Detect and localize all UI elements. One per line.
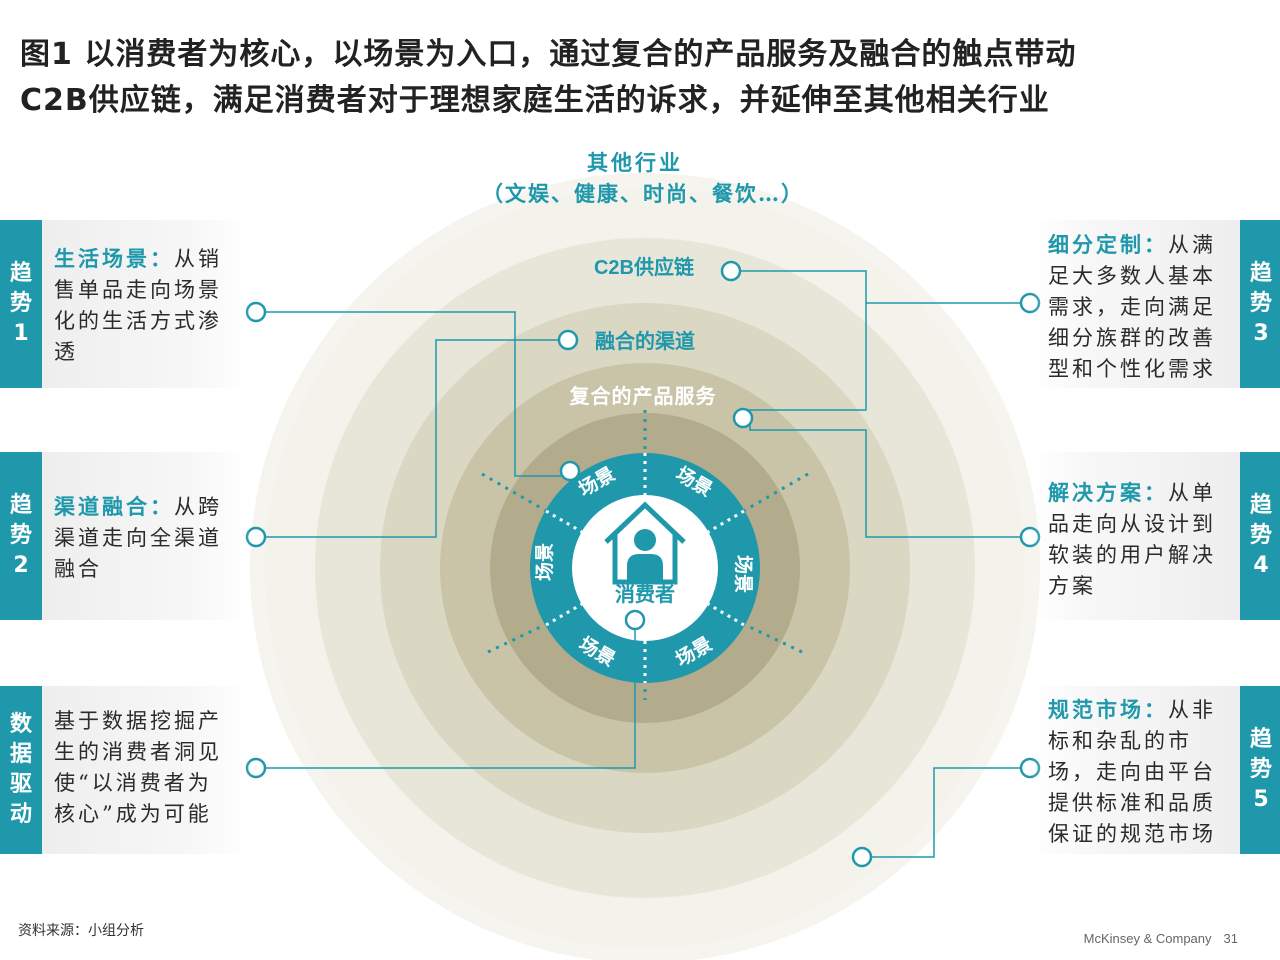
- trend-5-head: 规范市场：: [1048, 697, 1168, 722]
- house-person-icon: [604, 501, 686, 585]
- trend-1-tab-char-1: 趋: [9, 261, 32, 286]
- anchor-channel: [557, 329, 579, 351]
- trend-5-text: 规范市场：从非标和杂乱的市场，走向由平台提供标准和品质保证的规范市场: [1048, 694, 1230, 850]
- ring-channel-label: 融合的渠道: [595, 329, 695, 353]
- title-line-1: 图1 以消费者为核心，以场景为入口，通过复合的产品服务及融合的触点带动: [20, 37, 1077, 72]
- trend-5-tab-char-1: 趋: [1249, 727, 1272, 752]
- data-tab-char-3: 驱: [9, 772, 32, 797]
- ring-product-label: 复合的产品服务: [569, 384, 717, 408]
- person-icon: [627, 529, 663, 580]
- data-tab-char-1: 数: [9, 712, 32, 737]
- trend-4-tab-char-2: 势: [1249, 523, 1272, 548]
- trend-1-text: 生活场景：从销售单品走向场景化的生活方式渗透: [54, 243, 234, 368]
- anchor-c2b: [720, 260, 742, 282]
- figure-title: 图1 以消费者为核心，以场景为入口，通过复合的产品服务及融合的触点带动 C2B供…: [20, 32, 1260, 124]
- anchor-trend-1-inner: [559, 460, 581, 482]
- trend-4-body: 从单品走向从设计到软装的用户解决方案: [1048, 481, 1216, 598]
- trend-3-head: 细分定制：: [1048, 232, 1168, 257]
- center-label: 消费者: [615, 582, 675, 606]
- source-note: 资料来源：小组分析: [18, 923, 144, 939]
- trend-3-panel: [1030, 220, 1240, 388]
- data-driven-panel: [42, 686, 252, 854]
- ring-c2b-label: C2B供应链: [594, 255, 695, 279]
- trend-4-tab: 趋 势 4: [1240, 452, 1280, 620]
- anchor-product: [732, 407, 754, 429]
- outer-label-line-2: （文娱、健康、时尚、餐饮…）: [482, 181, 804, 206]
- connector-trend-2: [266, 339, 568, 538]
- trend-1-body: 从销售单品走向场景化的生活方式渗透: [54, 247, 222, 364]
- connector-trend-4: [749, 418, 1030, 538]
- trend-5-tab: 趋 势 5: [1240, 686, 1280, 854]
- trend-4-head: 解决方案：: [1048, 480, 1168, 505]
- trend-2-head: 渠道融合：: [54, 494, 174, 519]
- scene-label-3: 场景: [732, 555, 754, 593]
- trend-3-tab-char-2: 势: [1249, 291, 1272, 316]
- data-tab-char-2: 据: [9, 742, 32, 767]
- footer: McKinsey & Company 31: [1084, 931, 1238, 946]
- trend-5-panel: [1030, 686, 1240, 854]
- connector-data: [266, 620, 636, 769]
- outer-label-line-1: 其他行业: [587, 150, 683, 175]
- trend-2-tab-char-3: 2: [13, 553, 29, 578]
- footer-brand: McKinsey & Company: [1083, 931, 1212, 946]
- trend-4-tab-char-3: 4: [1253, 553, 1269, 578]
- anchor-points: [245, 260, 1041, 868]
- scene-ring-dividers: [545, 453, 745, 683]
- trend-3-tab-char-3: 3: [1253, 321, 1269, 346]
- trend-5-body: 从非标和杂乱的市场，走向由平台提供标准和品质保证的规范市场: [1048, 698, 1216, 846]
- anchor-consumer: [624, 609, 646, 631]
- data-driven-text: 基于数据挖掘产生的消费者洞见使“以消费者为核心”成为可能: [54, 706, 234, 830]
- data-driven-tab: 数 据 驱 动: [0, 686, 42, 854]
- connector-trend-3: [742, 302, 1030, 411]
- anchor-other-industries: [851, 846, 873, 868]
- connector-trend-5: [862, 767, 1030, 858]
- trend-1-panel: [42, 220, 252, 388]
- trend-2-body: 从跨渠道走向全渠道融合: [54, 495, 222, 581]
- trend-5-tab-char-2: 势: [1249, 757, 1272, 782]
- trend-1-tab-char-2: 势: [9, 291, 32, 316]
- trend-1-head: 生活场景：: [54, 246, 174, 271]
- connector-lines: [266, 270, 1030, 858]
- title-line-2: C2B供应链，满足消费者对于理想家庭生活的诉求，并延伸至其他相关行业: [20, 83, 1050, 118]
- trend-3-tab: 趋 势 3: [1240, 220, 1280, 388]
- connector-c2b: [731, 270, 867, 303]
- data-driven-body: 基于数据挖掘产生的消费者洞见使“以消费者为核心”成为可能: [54, 709, 222, 826]
- trend-2-text: 渠道融合：从跨渠道走向全渠道融合: [54, 491, 234, 585]
- trend-5-tab-char-3: 5: [1253, 787, 1269, 812]
- trend-2-tab-char-1: 趋: [9, 493, 32, 518]
- trend-2-tab-char-2: 势: [9, 523, 32, 548]
- trend-3-tab-char-1: 趋: [1249, 261, 1272, 286]
- trend-4-panel: [1030, 452, 1240, 620]
- trend-3-body: 从满足大多数人基本需求，走向满足细分族群的改善型和个性化需求: [1048, 233, 1216, 381]
- trend-4-text: 解决方案：从单品走向从设计到软装的用户解决方案: [1048, 477, 1228, 602]
- trend-2-panel: [42, 452, 252, 620]
- connector-trend-1: [266, 311, 570, 477]
- trend-2-tab: 趋 势 2: [0, 452, 42, 620]
- data-tab-char-4: 动: [9, 802, 32, 827]
- trend-4-tab-char-1: 趋: [1249, 493, 1272, 518]
- trend-3-text: 细分定制：从满足大多数人基本需求，走向满足细分族群的改善型和个性化需求: [1048, 229, 1228, 385]
- page-number: 31: [1223, 931, 1238, 946]
- trend-1-tab-char-3: 1: [13, 321, 29, 346]
- trend-1-tab: 趋 势 1: [0, 220, 42, 388]
- scene-label-6: 场景: [534, 543, 556, 581]
